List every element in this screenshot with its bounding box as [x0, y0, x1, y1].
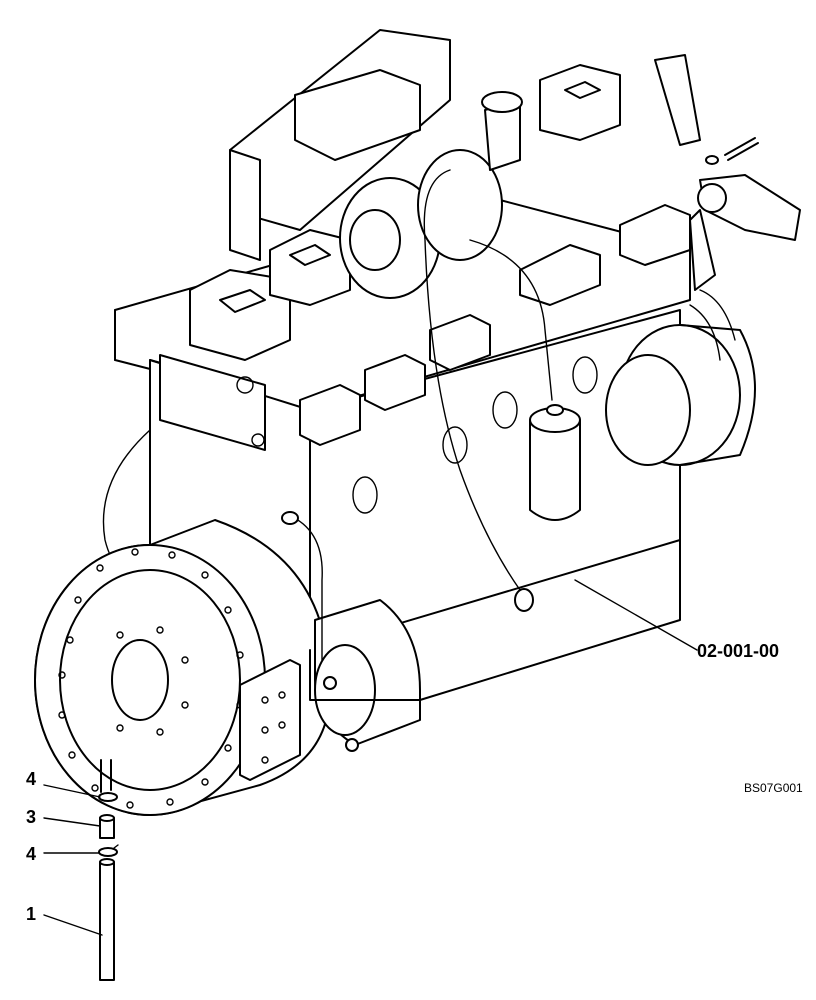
part-4-upper-clamp [98, 792, 118, 802]
engine-illustration [34, 29, 801, 816]
exploded-drain-parts [98, 792, 119, 981]
callout-part-1: 1 [26, 904, 36, 924]
part-4-lower-clamp [98, 844, 119, 857]
leader-lines [43, 579, 698, 936]
callout-part-4-upper: 4 [26, 769, 36, 789]
callout-part-3: 3 [26, 807, 36, 827]
figure-code: BS07G001 [744, 781, 803, 795]
callout-part-4-lower: 4 [26, 844, 36, 864]
part-3-connector [99, 814, 115, 839]
callout-engine-assembly: 02-001-00 [697, 641, 779, 661]
part-1-drain-hose [99, 858, 115, 981]
